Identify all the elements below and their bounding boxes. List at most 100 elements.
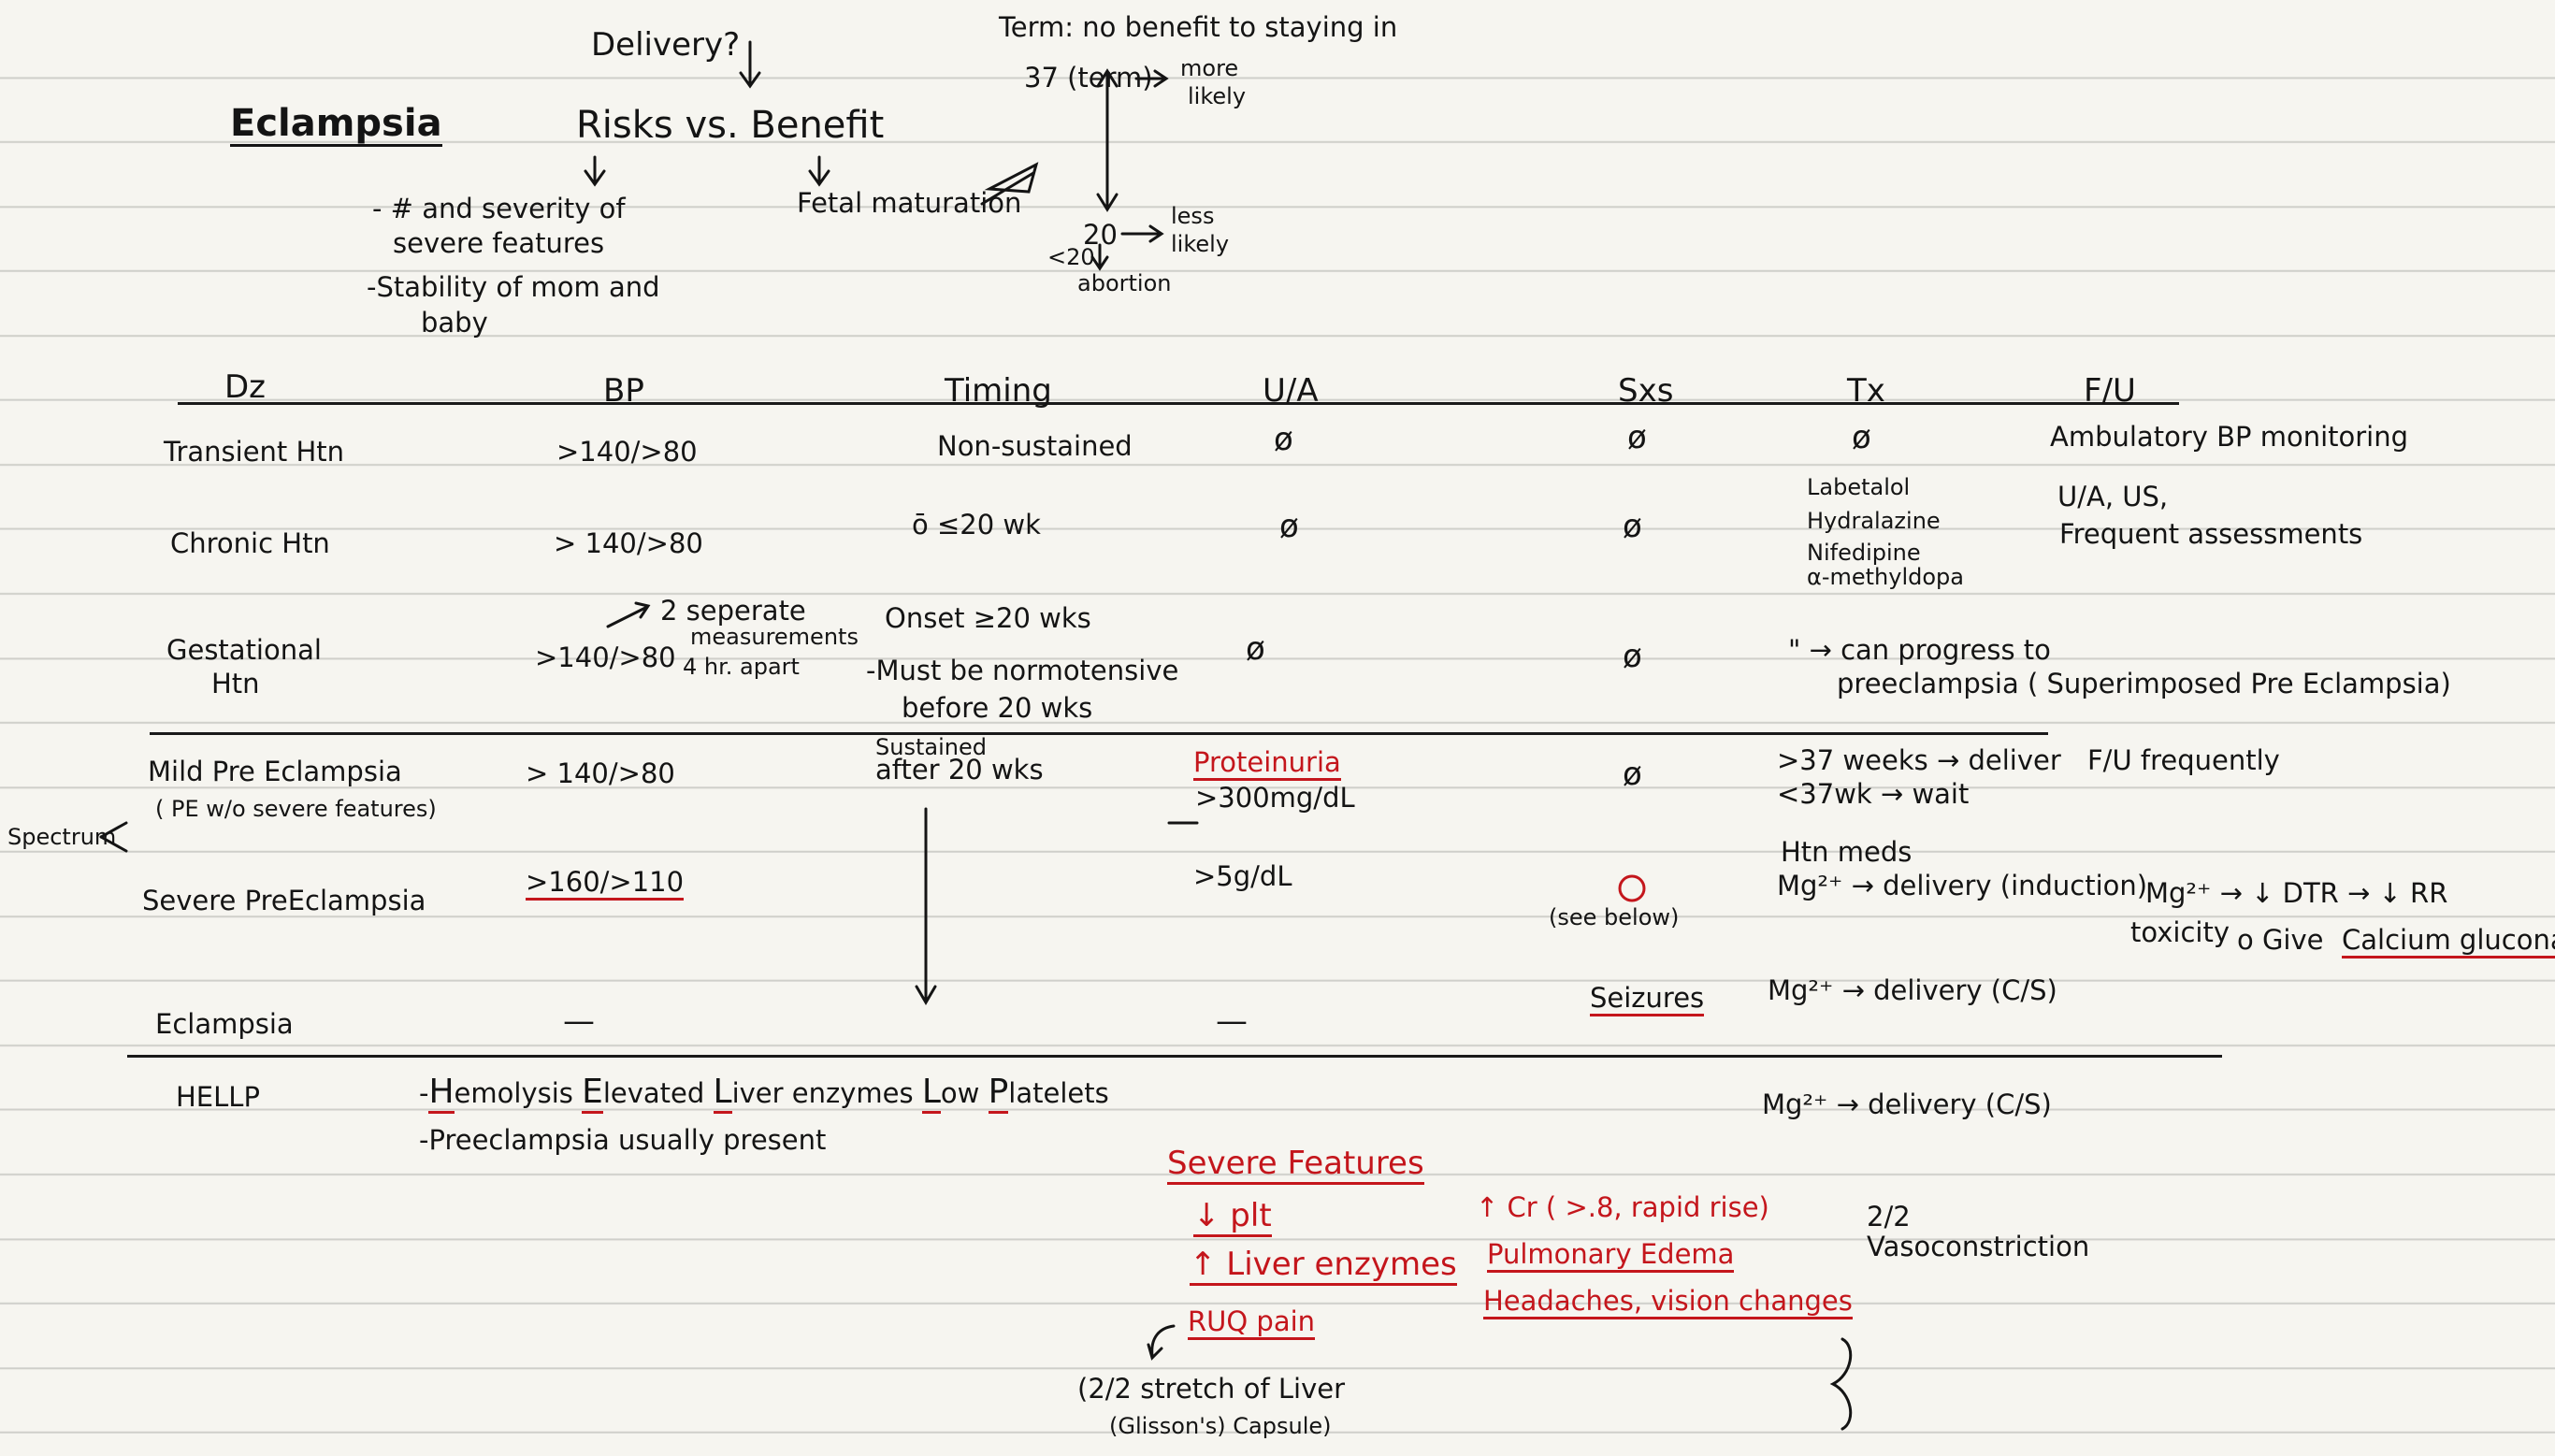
header-timing: Timing xyxy=(945,372,1052,410)
row-gestational-sxs: ø xyxy=(1623,638,1642,675)
delivery-down-arrow xyxy=(739,40,761,89)
less-likely-1: less xyxy=(1171,203,1215,229)
gestational-timing-2: -Must be normotensive xyxy=(866,655,1179,686)
spectrum-label: Spectrum xyxy=(7,824,117,850)
risk-line-2: severe features xyxy=(393,227,605,259)
severe-fu-1: Mg²⁺ → ↓ DTR → ↓ RR xyxy=(2145,877,2448,909)
gestational-timing-3: before 20 wks xyxy=(902,692,1093,724)
more-likely-arrow xyxy=(1134,69,1169,88)
row-transient-tx: ø xyxy=(1852,419,1871,456)
sf-creatinine: ↑ Cr ( >.8, rapid rise) xyxy=(1476,1191,1769,1223)
risks-down-arrow xyxy=(584,155,606,187)
row-mild-dz-1: Mild Pre Eclampsia xyxy=(148,756,402,787)
header-tx: Tx xyxy=(1847,372,1885,410)
mild-timing-2: after 20 wks xyxy=(875,754,1044,786)
row-chronic-fu-1: U/A, US, xyxy=(2057,481,2169,512)
sf-pulmonary-edema: Pulmonary Edema xyxy=(1487,1238,1735,1273)
row-hellp-tx: Mg²⁺ → delivery (C/S) xyxy=(1762,1088,2052,1120)
row-eclampsia-tx: Mg²⁺ → delivery (C/S) xyxy=(1768,974,2057,1006)
timing-down-arrow xyxy=(915,807,937,1005)
row-chronic-sxs: ø xyxy=(1623,508,1642,545)
header-sxs: Sxs xyxy=(1618,372,1674,410)
row-mild-fu: F/U frequently xyxy=(2087,744,2280,776)
header-ua: U/A xyxy=(1263,372,1319,410)
row-chronic-fu-2: Frequent assessments xyxy=(2059,518,2363,550)
severe-tx-2: Mg²⁺ → delivery (induction) xyxy=(1777,870,2148,901)
severe-fu-2: toxicity xyxy=(2130,916,2230,948)
row-chronic-tx-2: Hydralazine xyxy=(1807,508,1941,534)
row-eclampsia-ua: — xyxy=(1216,1002,1248,1040)
row-chronic-dz: Chronic Htn xyxy=(170,527,330,559)
row-chronic-bp: > 140/>80 xyxy=(554,527,703,559)
sf-low-platelets: ↓ plt xyxy=(1193,1197,1272,1237)
hypertension-divider xyxy=(150,732,2048,735)
risk-line-4: baby xyxy=(421,307,488,339)
row-mild-sxs: ø xyxy=(1623,756,1642,793)
header-fu: F/U xyxy=(2084,372,2136,410)
ruq-arrow xyxy=(1147,1324,1176,1361)
row-gestational-bp: >140/>80 xyxy=(535,642,676,673)
row-hellp-dz: HELLP xyxy=(176,1081,260,1113)
bracket xyxy=(1829,1337,1853,1431)
sf-headaches: Headaches, vision changes xyxy=(1483,1285,1853,1319)
more-likely-1: more xyxy=(1180,55,1239,81)
week-20: 20 xyxy=(1083,219,1118,251)
bp-note-1: 2 seperate xyxy=(660,595,806,627)
mild-tx-2: <37wk → wait xyxy=(1777,778,1970,810)
delivery-question: Delivery? xyxy=(591,26,741,64)
hellp-description: -Hemolysis Elevated Liver enzymes Low Pl… xyxy=(419,1073,1109,1114)
row-mild-dz-2: ( PE w/o severe features) xyxy=(155,796,437,822)
benefit-down-arrow xyxy=(808,155,830,187)
gestational-tx-1: " → can progress to xyxy=(1788,634,2051,666)
row-severe-ua: >5g/dL xyxy=(1193,860,1292,892)
severe-tx-1: Htn meds xyxy=(1781,836,1913,868)
risk-line-1: - # and severity of xyxy=(372,193,626,224)
page-title: Eclampsia xyxy=(230,102,442,147)
severe-fu-4: Calcium gluconate xyxy=(2342,924,2555,959)
row-severe-bp: >160/>110 xyxy=(526,866,685,901)
severe-features-heading: Severe Features xyxy=(1167,1145,1424,1185)
row-chronic-tx-3: Nifedipine xyxy=(1807,540,1921,566)
row-transient-bp: >140/>80 xyxy=(556,436,698,468)
row-transient-fu: Ambulatory BP monitoring xyxy=(2050,421,2409,453)
gestation-range-arrow xyxy=(1096,68,1119,212)
sf-stretch-1: (2/2 stretch of Liver xyxy=(1077,1373,1346,1405)
gestational-timing-1: Onset ≥20 wks xyxy=(885,602,1091,634)
row-eclampsia-sxs: Seizures xyxy=(1590,982,1705,1016)
lt-20: <20 xyxy=(1047,244,1095,270)
more-likely-2: likely xyxy=(1188,83,1247,109)
gestational-tx-2: preeclampsia ( Superimposed Pre Eclampsi… xyxy=(1837,668,2451,699)
hellp-description-2: -Preeclampsia usually present xyxy=(419,1124,827,1156)
row-gestational-ua: ø xyxy=(1246,630,1265,668)
fetal-maturation: Fetal maturation xyxy=(797,187,1022,219)
sf-liver-enzymes: ↑ Liver enzymes xyxy=(1190,1246,1457,1286)
header-bp: BP xyxy=(603,372,644,410)
mild-ua-2: >300mg/dL xyxy=(1195,782,1355,814)
risk-line-3: -Stability of mom and xyxy=(367,271,660,303)
row-mild-bp: > 140/>80 xyxy=(526,757,675,789)
mild-tx-1: >37 weeks → deliver xyxy=(1777,744,2061,776)
row-chronic-tx-4: α-methyldopa xyxy=(1807,564,1964,590)
seperate-arrow xyxy=(606,601,651,628)
spectrum-arrows xyxy=(99,821,128,853)
abortion-arrow xyxy=(1090,243,1109,271)
row-gestational-dz-2: Htn xyxy=(211,668,260,699)
eclampsia-divider xyxy=(127,1055,2222,1058)
sf-stretch-2: (Glisson's) Capsule) xyxy=(1109,1413,1332,1439)
row-transient-ua: ø xyxy=(1274,421,1293,458)
row-transient-sxs: ø xyxy=(1627,419,1647,456)
row-chronic-ua: ø xyxy=(1279,508,1299,545)
less-likely-arrow xyxy=(1120,224,1164,243)
bp-note-2: measurements xyxy=(690,624,859,650)
row-severe-sxs-note: (see below) xyxy=(1549,904,1680,930)
positive-circle xyxy=(1618,874,1646,902)
less-likely-2: likely xyxy=(1171,231,1230,257)
maturation-arrow xyxy=(980,162,1039,206)
sf-vasoconstriction: 2/2 Vasoconstriction xyxy=(1867,1201,2090,1262)
mild-timing-1: Sustained xyxy=(875,734,987,760)
row-chronic-timing: ō ≤20 wk xyxy=(912,509,1041,541)
mild-ua-1: Proteinuria xyxy=(1193,746,1341,781)
row-transient-dz: Transient Htn xyxy=(164,436,345,468)
